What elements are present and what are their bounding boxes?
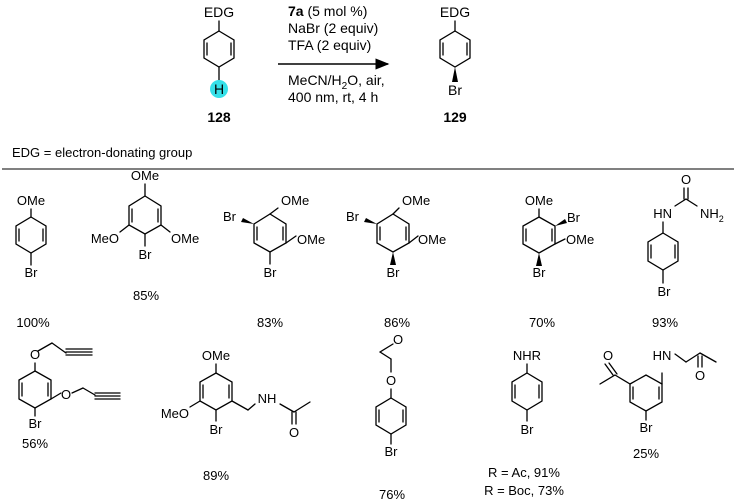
condition-nabr: NaBr (2 equiv)	[288, 20, 378, 36]
o-label: O	[681, 172, 691, 187]
br-label: Br	[139, 247, 153, 262]
nh2-n: NH	[700, 206, 719, 221]
product-p6: O HN NH2 Br 93%	[647, 172, 724, 330]
ome-top-label: OMe	[525, 193, 553, 208]
br-bottom-label: Br	[533, 265, 547, 280]
meo-left-label: MeO	[91, 231, 119, 246]
h-highlight	[210, 80, 228, 98]
product-p7: O O Br 56%	[18, 342, 121, 451]
compound-number-129: 129	[443, 109, 467, 125]
br-left-label: Br	[223, 209, 237, 224]
br-bottom-label: Br	[387, 265, 401, 280]
edg-label: EDG	[204, 4, 234, 20]
yield-label: 70%	[529, 315, 555, 330]
o-keto-label: O	[695, 368, 705, 383]
ome-right-label: OMe	[566, 232, 594, 247]
product-p4: OMe Br OMe Br 86%	[346, 193, 446, 330]
ome-label: OMe	[17, 193, 45, 208]
ome-top-label: OMe	[281, 193, 309, 208]
edg-label: EDG	[440, 4, 470, 20]
solvent-subscript: 2	[342, 81, 348, 92]
reactant-128: EDG H 128	[203, 4, 235, 125]
product-p11: O Br HN O 25%	[599, 348, 717, 461]
br-label: Br	[658, 284, 672, 299]
ome-top-label: OMe	[131, 168, 159, 183]
hn-label: HN	[653, 206, 672, 221]
product-129: EDG Br 129	[439, 4, 471, 125]
yield-label: 76%	[379, 487, 405, 502]
solvent-part2: O, air,	[347, 72, 384, 88]
ome-top-label: OMe	[202, 348, 230, 363]
meo-left-label: MeO	[161, 406, 189, 421]
nh2-sub: 2	[719, 214, 724, 224]
solvent-part1: MeCN/H	[288, 72, 342, 88]
o-keto-label: O	[393, 332, 403, 347]
ome-top-label: OMe	[402, 193, 430, 208]
condition-tfa: TFA (2 equiv)	[288, 37, 371, 53]
br-bottom-label: Br	[264, 265, 278, 280]
nh2-label: NH2	[700, 206, 724, 224]
yield-label: 25%	[633, 446, 659, 461]
o-label: O	[289, 425, 299, 440]
product-p8: OMe MeO Br NH O 89%	[161, 348, 311, 483]
yield-label: 56%	[22, 436, 48, 451]
yield-label: 89%	[203, 468, 229, 483]
edg-definition: EDG = electron-donating group	[12, 145, 192, 160]
product-p9: O O Br 76%	[375, 332, 407, 502]
br-left-label: Br	[346, 209, 360, 224]
yield-line1: R = Ac, 91%	[488, 465, 560, 480]
product-p10: NHR Br R = Ac, 91% R = Boc, 73%	[484, 348, 564, 498]
o-side-label: O	[61, 387, 71, 402]
ome-right-label: OMe	[418, 232, 446, 247]
yield-label: 93%	[652, 315, 678, 330]
catalyst-loading: (5 mol %)	[304, 3, 368, 19]
reaction-conditions: 7a (5 mol %) NaBr (2 equiv) TFA (2 equiv…	[288, 3, 385, 105]
o-top-label: O	[30, 347, 40, 362]
br-right-label: Br	[567, 210, 581, 225]
product-p5: OMe Br OMe Br 70%	[522, 193, 594, 330]
yield-label: 86%	[384, 315, 410, 330]
br-label: Br	[29, 416, 43, 431]
product-p3: OMe Br OMe Br 83%	[223, 193, 325, 330]
condition-catalyst: 7a (5 mol %)	[288, 3, 367, 19]
condition-solvent: MeCN/H2O, air,	[288, 72, 385, 92]
o-ether-label: O	[386, 373, 396, 388]
compound-number-128: 128	[207, 109, 231, 125]
yield-line2: R = Boc, 73%	[484, 483, 564, 498]
hn-label: HN	[653, 348, 672, 363]
ome-right-label: OMe	[171, 231, 199, 246]
br-atom: Br	[448, 82, 462, 98]
yield-label: 100%	[16, 315, 50, 330]
br-label: Br	[210, 422, 224, 437]
ome-right-label: OMe	[297, 232, 325, 247]
yield-label: 83%	[257, 315, 283, 330]
h-atom: H	[214, 81, 224, 97]
condition-light: 400 nm, rt, 4 h	[288, 89, 378, 105]
nh-label: NH	[258, 391, 277, 406]
o-acetyl-label: O	[603, 348, 613, 363]
br-label: Br	[640, 420, 654, 435]
product-p1: OMe Br 100%	[15, 193, 50, 330]
br-label: Br	[521, 422, 535, 437]
yield-label: 85%	[133, 288, 159, 303]
nhr-label: NHR	[513, 348, 541, 363]
product-p2: OMe OMe MeO Br 85%	[91, 168, 199, 303]
catalyst-id: 7a	[288, 3, 304, 19]
br-label: Br	[25, 265, 39, 280]
br-label: Br	[385, 444, 399, 459]
